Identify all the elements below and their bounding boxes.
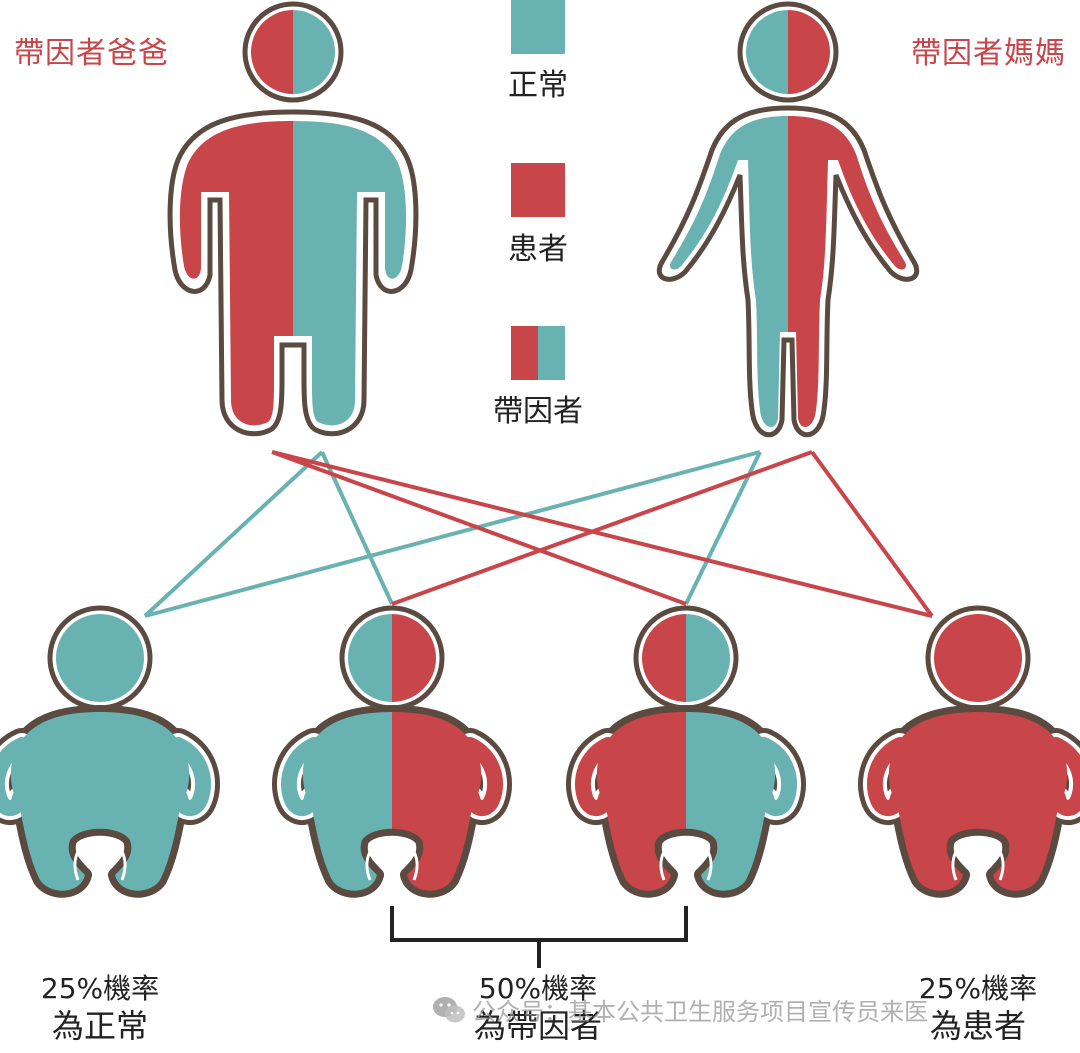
outcome-patient-desc: 為患者 [929, 1007, 1026, 1045]
wechat-icon [433, 996, 465, 1022]
outcome-normal-pct: 25%機率 [40, 972, 160, 1005]
legend-normal-swatch [511, 0, 565, 54]
outcome-normal: 25%機率 為正常 [20, 972, 180, 1046]
outcome-carrier: 50%機率 為帶因者 [458, 972, 618, 1046]
baby-carrier-1 [272, 605, 512, 898]
outcome-carrier-pct: 50%機率 [478, 972, 598, 1005]
watermark: 公众号：基本公共卫生服务项目宣传员来医 [432, 992, 928, 1027]
legend-carrier-label: 帶因者 [493, 394, 583, 429]
father-label: 帶因者爸爸 [14, 36, 169, 71]
baby-patient [858, 605, 1080, 898]
outcome-patient-pct: 25%機率 [918, 972, 1038, 1005]
inheritance-lines [143, 450, 934, 618]
baby-carrier-2 [566, 605, 806, 898]
legend-patient-label: 患者 [508, 232, 568, 267]
outcome-patient: 25%機率 為患者 [898, 972, 1058, 1046]
legend-patient-swatch [511, 163, 565, 217]
father-figure [167, 1, 419, 437]
outcome-normal-desc: 為正常 [51, 1007, 148, 1045]
watermark-text: 公众号：基本公共卫生服务项目宣传员来医 [472, 998, 928, 1026]
carrier-bracket [390, 906, 688, 968]
outcome-carrier-desc: 為帶因者 [473, 1007, 602, 1045]
mother-label: 帶因者媽媽 [911, 36, 1066, 71]
mother-figure [657, 1, 919, 438]
legend-normal-label: 正常 [508, 68, 568, 103]
legend-carrier-swatch [511, 326, 565, 380]
baby-normal [0, 605, 220, 898]
